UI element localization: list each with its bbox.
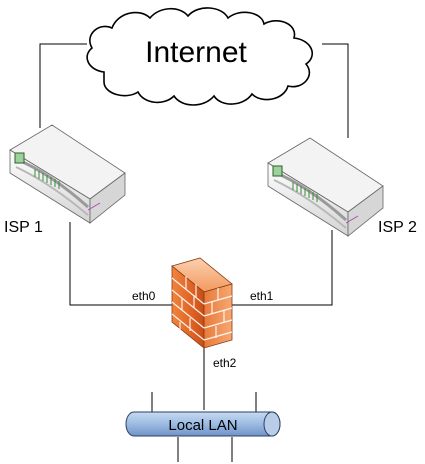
internet-cloud: Internet bbox=[86, 7, 314, 106]
link-internet-isp2 bbox=[322, 43, 349, 138]
firewall-icon bbox=[171, 257, 233, 349]
isp1-label: ISP 1 bbox=[4, 219, 43, 236]
isp2-label: ISP 2 bbox=[378, 219, 417, 236]
link-isp1-firewall bbox=[69, 222, 182, 306]
eth2-label: eth2 bbox=[213, 356, 237, 370]
isp2-modem bbox=[267, 137, 384, 237]
modem-status-light-icon bbox=[14, 152, 25, 164]
cloud-icon bbox=[86, 7, 314, 106]
modem-status-light-icon bbox=[272, 165, 283, 177]
local-lan-bus: Local LAN bbox=[125, 392, 281, 462]
link-isp2-firewall bbox=[232, 230, 333, 306]
internet-label: Internet bbox=[145, 36, 247, 69]
link-internet-isp1 bbox=[39, 43, 87, 128]
eth1-label: eth1 bbox=[250, 289, 274, 303]
eth0-label: eth0 bbox=[132, 289, 156, 303]
local-lan-label: Local LAN bbox=[168, 417, 237, 434]
isp1-modem bbox=[9, 124, 126, 224]
connection-lines bbox=[39, 43, 349, 410]
